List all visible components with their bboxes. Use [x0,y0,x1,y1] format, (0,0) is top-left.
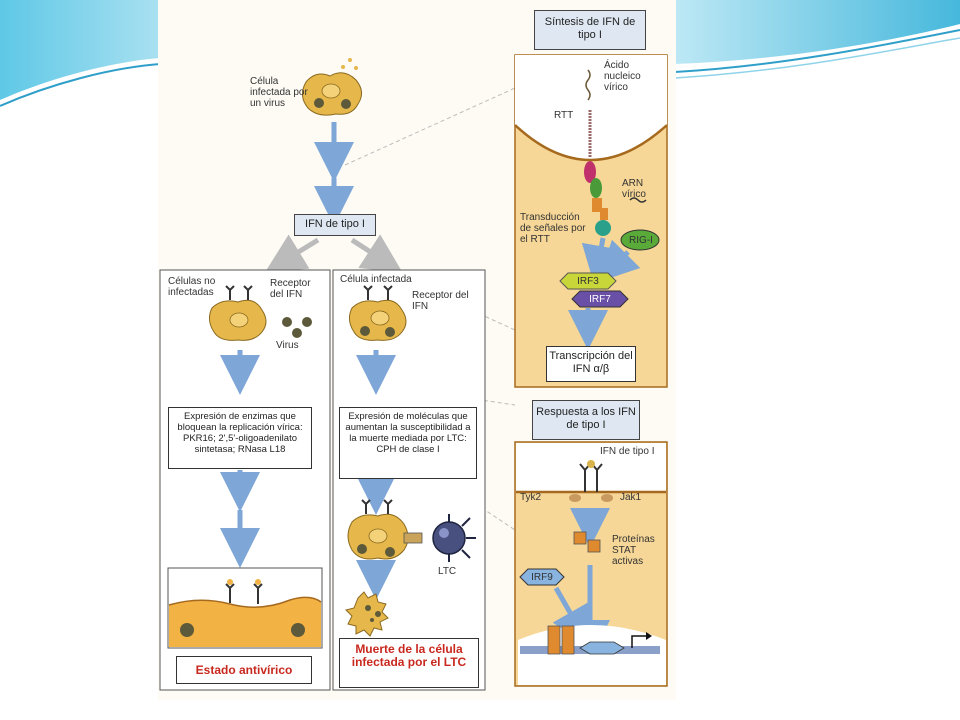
middle-infected-cell [348,285,407,341]
tyk2-label: Tyk2 [520,492,542,503]
arn-label: ARN vírico [622,178,646,200]
rtt-label: RTT [554,110,574,121]
irf3-shape [559,272,617,290]
transduction-label: Transducción de señales por el RTT [520,212,586,245]
ltc-label: LTC [438,566,457,577]
synthesis-title: Síntesis de IFN de tipo I [534,10,646,50]
response-panel [514,441,668,687]
virus-label: Virus [276,340,299,351]
antiviral-state-label: Estado antivírico [176,656,312,684]
arrow-ifn-right [350,234,403,273]
ifn-type-1-box: IFN de tipo I [294,214,376,236]
synthesis-panel [514,54,668,388]
infected-cell-death-label: Muerte de la célula infectada por el LTC [339,638,479,688]
dying-cell [345,591,389,637]
molecules-expression-box: Expresión de moléculas que aumentan la s… [339,407,477,479]
stat-proteins-label: Proteínas STAT activas [612,534,655,567]
jak1-label: Jak1 [620,492,642,503]
top-infected-cell [302,58,362,116]
irf7-shape [571,290,629,308]
infected-cell-with-ltc [347,499,476,562]
nucleic-acid-label: Ácido nucleico vírico [604,60,641,93]
enzymes-expression-box: Expresión de enzimas que bloquean la rep… [168,407,312,469]
slide-background-swoosh [0,0,960,107]
rigi-label: RIG-I [629,235,653,246]
transcription-box: Transcripción del IFN α/β [546,346,636,382]
irf9-shape [519,568,565,586]
irf3-label: IRF3 [577,276,599,287]
uninfected-cell [208,285,312,341]
antiviral-state-illustration [167,567,323,649]
rigi-shape [620,229,660,251]
response-title: Respuesta a los IFN de tipo I [532,400,640,440]
irf9-label: IRF9 [531,572,553,583]
response-ifn-label: IFN de tipo I [600,446,655,457]
arrow-ifn-left [264,234,320,273]
irf7-label: IRF7 [589,294,611,305]
infected-cell-title: Célula infectada [340,274,412,285]
uninfected-cells-title: Células no infectadas [168,276,216,298]
receptor-label-left: Receptor del IFN [270,278,311,300]
top-infected-cell-label: Célula infectada por un virus [250,76,308,109]
receptor-label-right: Receptor del IFN [412,290,469,312]
